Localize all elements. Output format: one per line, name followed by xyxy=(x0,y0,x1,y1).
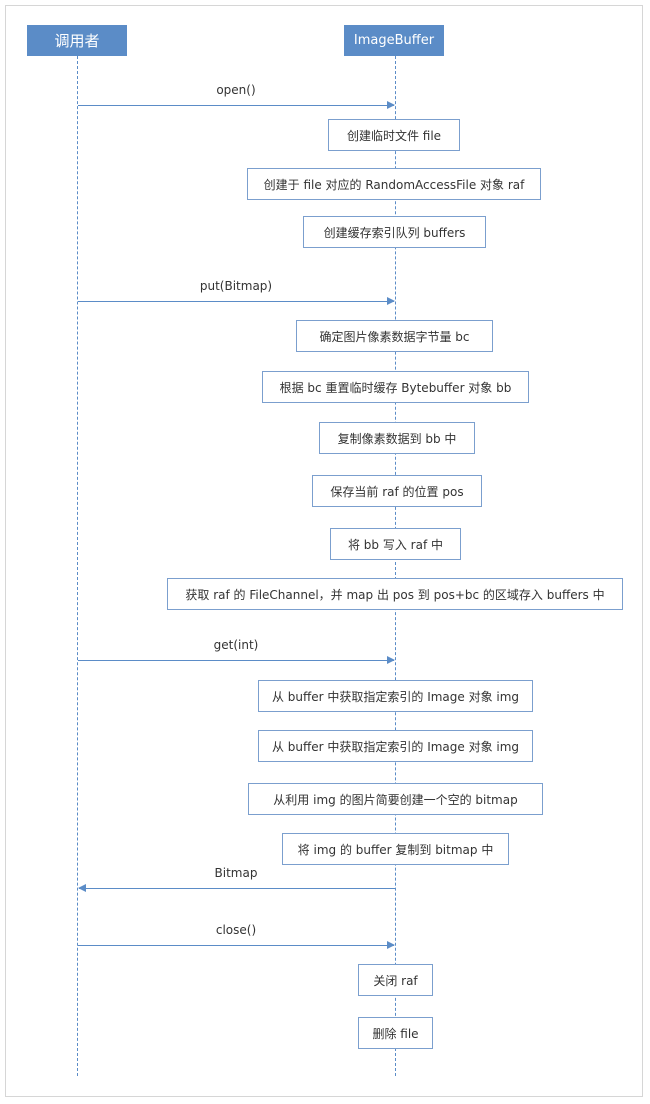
message-get-label: get(int) xyxy=(213,638,259,652)
step-copy-to-bitmap: 将 img 的 buffer 复制到 bitmap 中 xyxy=(282,833,509,865)
buffer-lifeline xyxy=(395,56,396,1076)
step-determine-bc: 确定图片像素数据字节量 bc xyxy=(296,320,493,352)
message-open-arrow xyxy=(78,101,395,109)
step-close-raf: 关闭 raf xyxy=(358,964,433,996)
step-save-position: 保存当前 raf 的位置 pos xyxy=(312,475,482,507)
step-create-bitmap: 从利用 img 的图片简要创建一个空的 bitmap xyxy=(248,783,543,815)
step-create-temp-file: 创建临时文件 file xyxy=(328,119,460,151)
message-open-label: open() xyxy=(216,83,256,97)
message-return-label: Bitmap xyxy=(214,866,258,880)
participant-caller: 调用者 xyxy=(27,25,127,56)
step-delete-file: 删除 file xyxy=(358,1017,433,1049)
step-create-raf: 创建于 file 对应的 RandomAccessFile 对象 raf xyxy=(247,168,541,200)
caller-lifeline xyxy=(77,56,78,1076)
step-get-image-1: 从 buffer 中获取指定索引的 Image 对象 img xyxy=(258,680,533,712)
step-get-image-2: 从 buffer 中获取指定索引的 Image 对象 img xyxy=(258,730,533,762)
message-get-arrow xyxy=(78,656,395,664)
step-map-filechannel: 获取 raf 的 FileChannel，并 map 出 pos 到 pos+b… xyxy=(167,578,623,610)
message-return-arrow xyxy=(78,884,395,892)
message-put-label: put(Bitmap) xyxy=(199,279,273,293)
participant-imagebuffer: ImageBuffer xyxy=(344,25,444,56)
step-reset-bytebuffer: 根据 bc 重置临时缓存 Bytebuffer 对象 bb xyxy=(262,371,529,403)
step-write-bb: 将 bb 写入 raf 中 xyxy=(330,528,461,560)
message-put-arrow xyxy=(78,297,395,305)
message-close-label: close() xyxy=(215,923,257,937)
step-create-buffers: 创建缓存索引队列 buffers xyxy=(303,216,486,248)
message-close-arrow xyxy=(78,941,395,949)
step-copy-pixels: 复制像素数据到 bb 中 xyxy=(319,422,475,454)
